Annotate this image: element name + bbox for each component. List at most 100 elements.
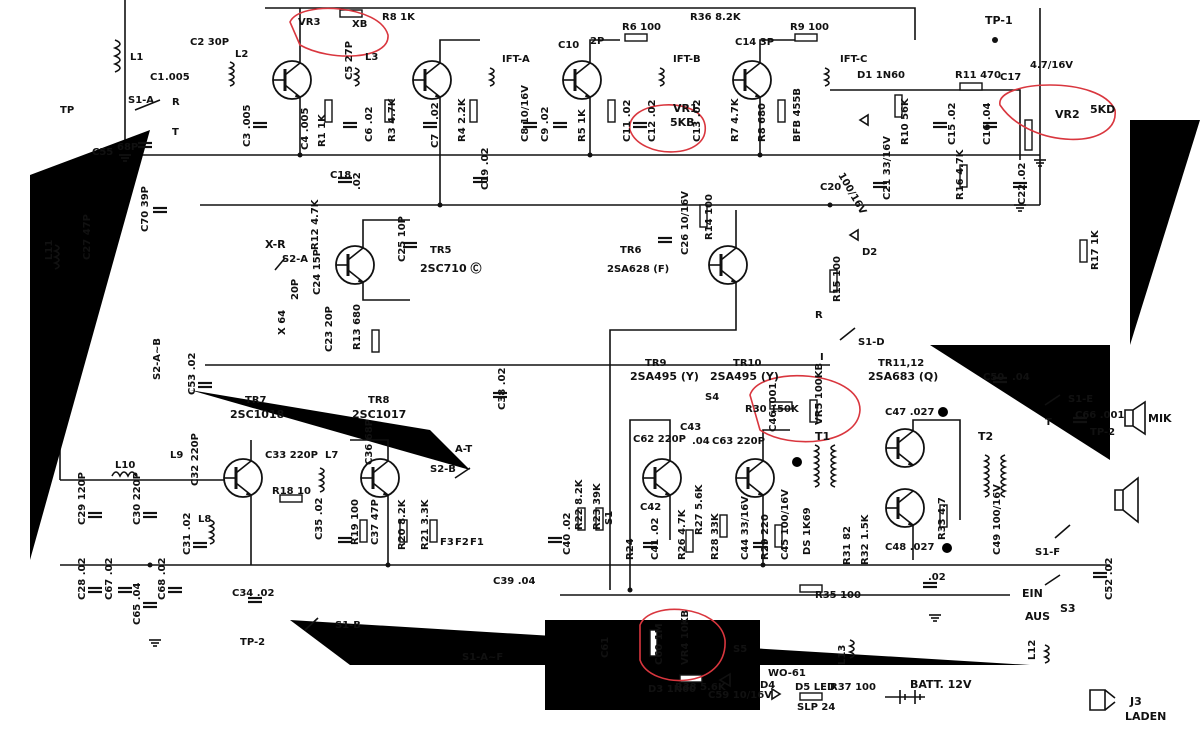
label-r20: R20 8.2K [397,498,408,550]
speaker-icon [1114,476,1139,524]
label-r17: R17 1K [1090,229,1101,270]
label-c40: C40 .02 [562,513,573,555]
label-r29: R29 220 [760,514,771,560]
label-r-sw: R [815,310,823,321]
label-at: A-T [455,444,472,455]
label-r: R [172,97,180,108]
label-f1: F1 [470,537,484,548]
microphone-icon [1124,400,1146,436]
label-r13: R13 680 [352,304,363,350]
label-r3: R3 4.7K [387,97,398,142]
label-r35: R35 100 [815,590,861,601]
label-c36: C36 68P [364,419,375,465]
label-c19: C19 .02 [480,148,491,190]
label-c8: C8 10/16V [520,85,531,142]
label-c29: C29 120P [77,472,88,525]
label-s4: S4 [705,392,719,403]
label-c11: C11 .02 [622,100,633,142]
label-vr2: VR2 [1055,108,1080,121]
label-c42: C42 [640,502,661,513]
label-tr8: TR8 [368,395,390,406]
label-xr: X-R [265,238,286,251]
value-d4: WO-61 [768,668,806,679]
label-vr1: VR1 [673,102,698,115]
label-i: I [820,352,824,363]
value-vr1: 5KB [670,116,695,129]
label-c16: C16 .04 [982,103,993,145]
label-c12: C12 .02 [647,100,658,142]
label-c25: C25 10P [397,216,408,262]
label-bfb: BFB 455B [792,88,803,142]
label-c49: C49 100/16V [992,484,1003,555]
label-r19: R19 100 [350,499,361,545]
label-c47: C47 .027 [885,407,934,418]
label-s2ab: S2-A~B [152,338,163,380]
label-j3: J3 [1129,695,1142,708]
label-c63: C63 220P [712,436,765,447]
label-r26: R26 4.7K [677,508,688,560]
value-c20p: 20P [290,279,301,300]
label-ds: DS 1K69 [802,507,813,555]
label-c38: C38 .02 [497,368,508,410]
label-r5: R5 1K [577,108,588,142]
label-c55: C55 [92,147,113,158]
label-d1: D1 1N60 [857,70,905,81]
label-c66: C66 .001 [1075,410,1124,421]
label-c67: C67 .02 [104,558,115,600]
label-s1a: S1-A [128,95,154,106]
label-tp2-right: TP-2 [1090,427,1115,438]
label-c50: C50 [983,372,1004,383]
label-d5: D5 LED [795,682,835,693]
value-c10: 2P [590,36,604,47]
label-f2: F2 [455,537,469,548]
label-c30: C30 220P [132,472,143,525]
label-r6: R6 100 [622,22,661,33]
label-l12: L12 [1027,640,1038,660]
label-r1: R1 1K [317,113,328,147]
label-c2: C2 30P [190,37,229,48]
label-c14: C14 3P [735,37,774,48]
mark-vr5 [749,374,861,443]
label-c48: C48 .027 [885,542,934,553]
label-r32: R32 1.5K [860,513,871,565]
value-c7: .02 [430,102,441,120]
value-c51: .02 [928,572,946,583]
label-l2: L2 [235,49,248,60]
label-t1: T1 [815,430,830,443]
label-c44: C44 33/16V [740,496,751,560]
label-c65: C65 .04 [132,583,143,625]
label-c33: C33 220P [265,450,318,461]
label-r21: R21 3.3K [420,498,431,550]
label-c10: C10 [558,40,579,51]
label-c6: C6 .02 [364,106,375,142]
value-c1: .005 [165,72,190,83]
label-c68: C68 .02 [157,558,168,600]
label-r23: R23 39K [592,482,603,530]
label-c28: C28 .02 [77,558,88,600]
value-tr5: 2SC710 Ⓒ [420,261,481,275]
mark-vr3 [289,7,389,57]
label-c43: C43 [680,422,701,433]
label-tp2: TP-2 [240,637,265,648]
label-d2: D2 [862,247,877,258]
label-l13: L13 [837,645,848,665]
label-r12: R12 4.7K [310,198,321,250]
label-mik: MIK [1148,412,1172,425]
label-l8: L8 [198,514,211,525]
mark-vr1 [629,104,706,153]
label-xb: XB [352,19,367,30]
label-s5: S5 [733,644,747,655]
label-s1d: S1-D [858,337,885,348]
jack-j3-icon [1089,689,1116,711]
label-c7: C7 [430,134,441,148]
label-s1af: S1-A~F [462,652,503,663]
label-l7: L7 [325,450,338,461]
value-tr8: 2SC1017 [352,408,406,421]
label-c35: C35 .02 [314,498,325,540]
label-c3: C3 .005 [242,105,253,147]
label-c22: C22 .02 [1017,163,1028,205]
label-c13: C13 .02 [692,100,703,142]
label-s1e: S1-E [1068,394,1093,405]
label-c24: C24 15P [312,249,323,295]
